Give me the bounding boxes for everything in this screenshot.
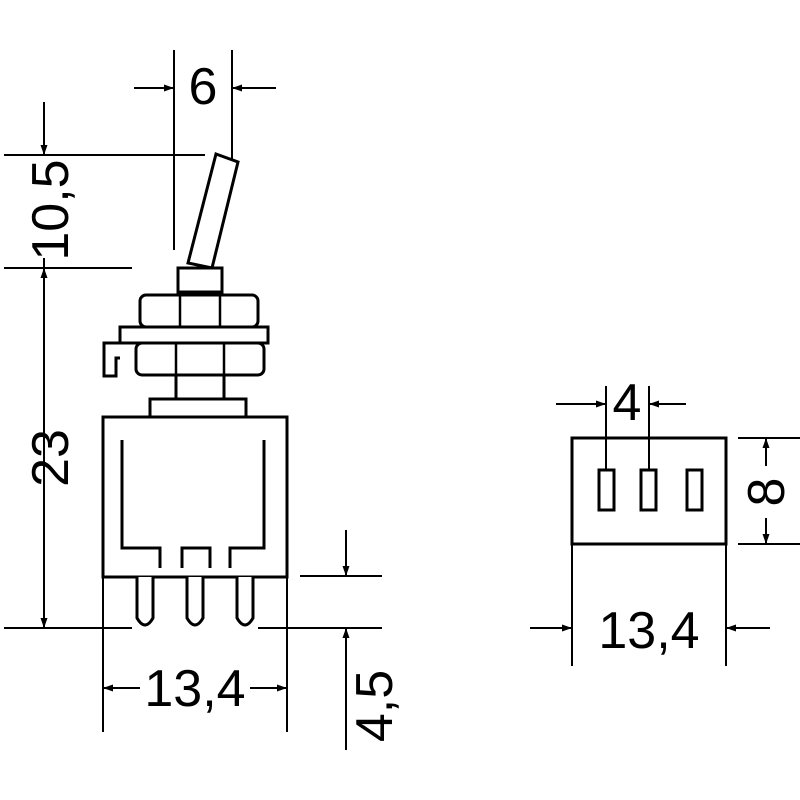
dimension-lever-height: 10,5 — [22, 159, 80, 260]
switch-body — [101, 415, 289, 579]
terminal-slot — [685, 468, 704, 512]
dimension-pin-pitch: 4 — [613, 374, 642, 432]
switch-side-view — [101, 152, 289, 627]
body-inner-frame — [120, 440, 266, 568]
body-collar — [148, 397, 248, 419]
hex-nut-lower — [134, 341, 266, 377]
terminal-slot — [639, 468, 658, 512]
dimension-base-depth: 8 — [738, 478, 796, 507]
hex-nut — [138, 293, 260, 329]
dimension-body-height: 23 — [22, 429, 80, 487]
side-view-dimensions — [4, 50, 382, 750]
terminal-pin — [135, 577, 155, 627]
lock-washer — [118, 325, 270, 345]
bushing-upper — [176, 266, 224, 294]
washer-lock-tab — [102, 341, 120, 378]
bottom-view-dimensions — [530, 386, 800, 666]
dimension-base-width: 13,4 — [598, 602, 699, 660]
terminal-pins — [135, 577, 255, 627]
terminal-pin — [235, 577, 255, 627]
terminal-slot — [597, 468, 616, 512]
terminal-pin — [185, 577, 205, 627]
toggle-lever — [186, 152, 240, 270]
dimension-body-width: 13,4 — [144, 660, 245, 718]
bushing-neck — [174, 373, 226, 401]
dimension-lever-width: 6 — [189, 58, 218, 116]
dimension-pin-length: 4,5 — [346, 670, 404, 742]
